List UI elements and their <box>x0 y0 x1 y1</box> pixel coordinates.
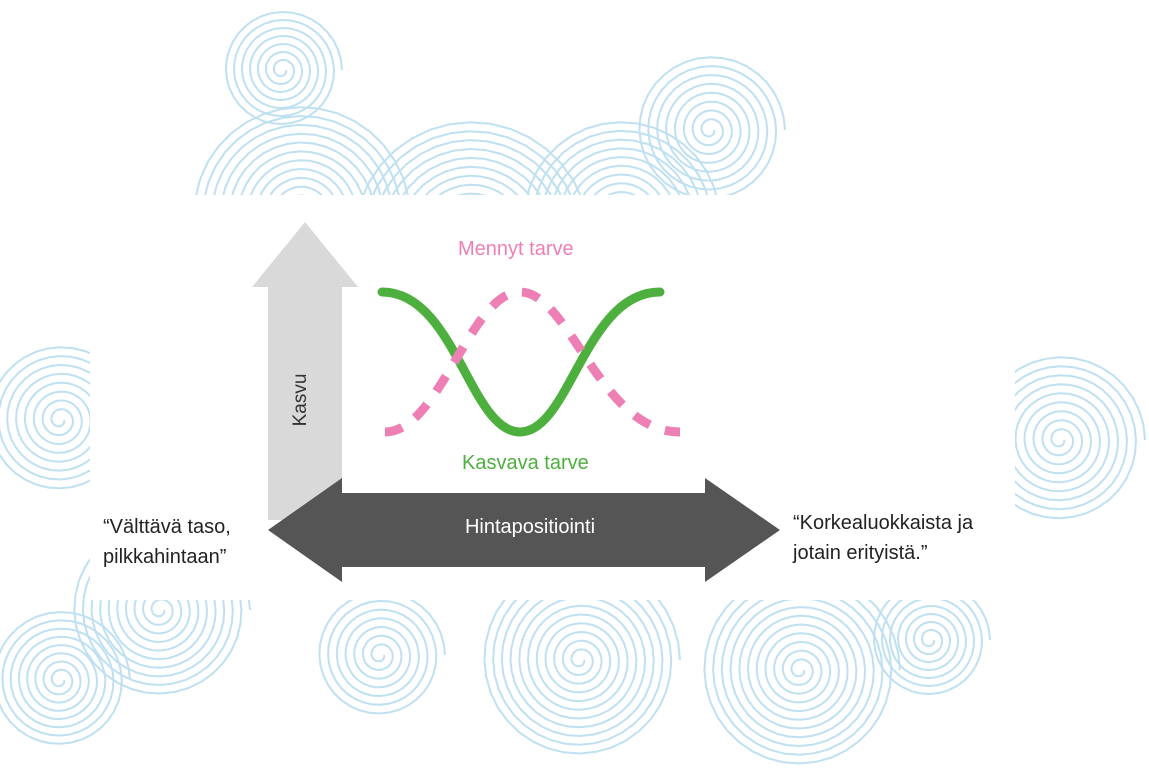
high-end-quote: “Korkealuokkaista ja jotain erityistä.” <box>793 508 973 568</box>
price-positioning-axis-label: Hintapositiointi <box>464 516 596 538</box>
spiral-decoration <box>638 56 786 200</box>
spiral-decoration <box>703 571 901 765</box>
growth-axis-label: Kasvu <box>290 373 311 427</box>
spiral-decoration <box>318 591 446 715</box>
low-end-quote-line-2: pilkkahintaan” <box>103 546 227 568</box>
low-end-quote: “Välttävä taso, pilkkahintaan” <box>103 512 231 572</box>
past-need-curve <box>384 287 681 437</box>
growing-need-label: Kasvava tarve <box>462 452 589 474</box>
spiral-decoration <box>0 611 131 745</box>
high-end-quote-line-1: “Korkealuokkaista ja <box>793 512 974 534</box>
low-end-quote-line-1: “Välttävä taso, <box>103 516 231 538</box>
growing-need-curve <box>377 287 665 437</box>
growth-axis-arrow <box>252 222 358 520</box>
spiral-decoration <box>483 561 681 755</box>
price-positioning-axis-arrow <box>268 478 780 582</box>
high-end-quote-line-2: jotain erityistä.” <box>793 542 928 564</box>
past-need-label: Mennyt tarve <box>458 238 574 260</box>
spiral-decoration <box>224 10 343 126</box>
